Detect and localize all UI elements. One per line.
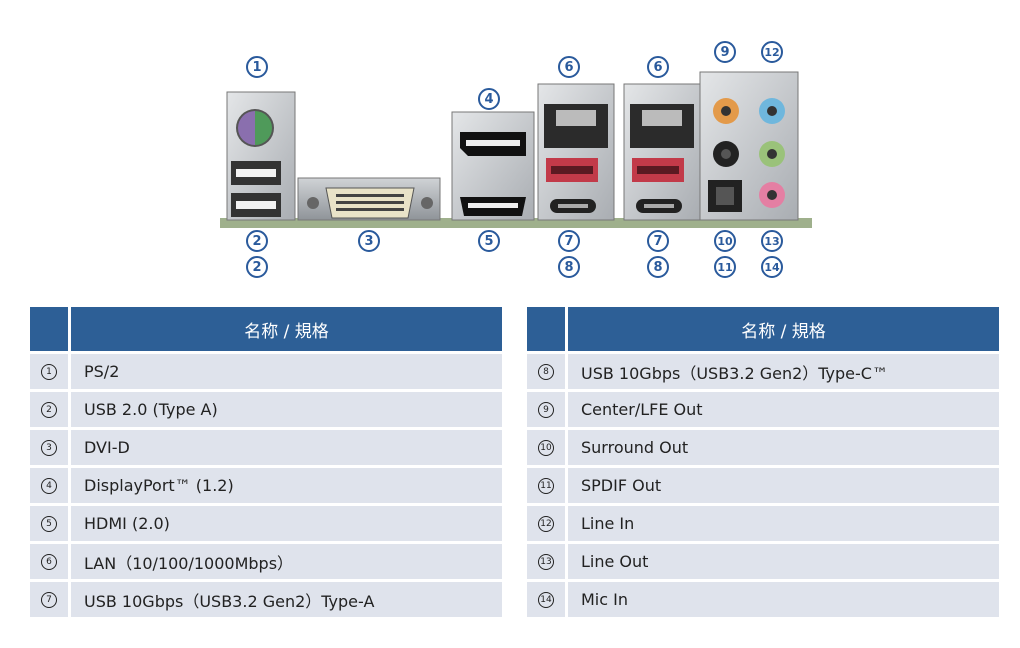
table-header-title: 名称 / 規格 [71,307,502,351]
callout-5: 5 [478,230,500,252]
callout-7: 7 [647,230,669,252]
callout-11: 11 [714,256,736,278]
row-name: Center/LFE Out [568,392,999,427]
callout-12: 12 [761,41,783,63]
dvi-port [297,177,441,221]
row-number: 7 [41,591,57,608]
callout-7: 7 [558,230,580,252]
row-name: SPDIF Out [568,468,999,503]
row-name: USB 10Gbps（USB3.2 Gen2）Type-A [71,582,502,617]
row-name: HDMI (2.0) [71,506,502,541]
table-row: 14 Mic In [527,582,999,617]
ps2-usb-stack [226,91,296,221]
callout-14: 14 [761,256,783,278]
table-row: 12 Line In [527,506,999,541]
table-row: 5 HDMI (2.0) [30,506,502,541]
row-number: 1 [41,363,57,380]
table-row: 11 SPDIF Out [527,468,999,503]
row-name: Line In [568,506,999,541]
table-header-title: 名称 / 規格 [568,307,999,351]
lan-usb-stack-2 [623,83,701,221]
row-name: Line Out [568,544,999,579]
row-number: 8 [538,363,554,380]
lan-usb-stack-1 [537,83,615,221]
row-number: 12 [538,515,554,532]
row-number: 4 [41,477,57,494]
table-row: 3 DVI-D [30,430,502,465]
row-name: LAN（10/100/1000Mbps） [71,544,502,579]
row-name: Surround Out [568,430,999,465]
row-name: Mic In [568,582,999,617]
io-panel-illustration [220,71,812,228]
row-name: PS/2 [71,354,502,389]
row-number: 10 [538,439,554,456]
callout-6: 6 [558,56,580,78]
table-row: 1 PS/2 [30,354,502,389]
callout-8: 8 [558,256,580,278]
dp-hdmi-stack [451,111,535,221]
row-number: 2 [41,401,57,418]
spec-table-left: 名称 / 規格 1 PS/2 2 USB 2.0 (Type A) 3 DVI-D 4… [30,307,502,620]
table-row: 4 DisplayPort™ (1.2) [30,468,502,503]
callout-2: 2 [246,256,268,278]
callout-3: 3 [358,230,380,252]
row-name: DVI-D [71,430,502,465]
table-header: 名称 / 規格 [527,307,999,351]
audio-stack [699,71,799,221]
table-row: 2 USB 2.0 (Type A) [30,392,502,427]
callout-13: 13 [761,230,783,252]
table-header: 名称 / 規格 [30,307,502,351]
row-number: 5 [41,515,57,532]
row-number: 6 [41,553,57,570]
table-row: 6 LAN（10/100/1000Mbps） [30,544,502,579]
callout-1: 1 [246,56,268,78]
callout-9: 9 [714,41,736,63]
table-row: 10 Surround Out [527,430,999,465]
callout-2: 2 [246,230,268,252]
pcb-board [220,218,812,228]
row-number: 9 [538,401,554,418]
row-number: 14 [538,591,554,608]
table-row: 9 Center/LFE Out [527,392,999,427]
row-name: DisplayPort™ (1.2) [71,468,502,503]
callout-4: 4 [478,88,500,110]
row-name: USB 10Gbps（USB3.2 Gen2）Type-C™ [568,354,999,389]
row-name: USB 2.0 (Type A) [71,392,502,427]
row-number: 11 [538,477,554,494]
table-row: 8 USB 10Gbps（USB3.2 Gen2）Type-C™ [527,354,999,389]
table-row: 13 Line Out [527,544,999,579]
callout-10: 10 [714,230,736,252]
table-row: 7 USB 10Gbps（USB3.2 Gen2）Type-A [30,582,502,617]
row-number: 13 [538,553,554,570]
callout-8: 8 [647,256,669,278]
row-number: 3 [41,439,57,456]
callout-6: 6 [647,56,669,78]
